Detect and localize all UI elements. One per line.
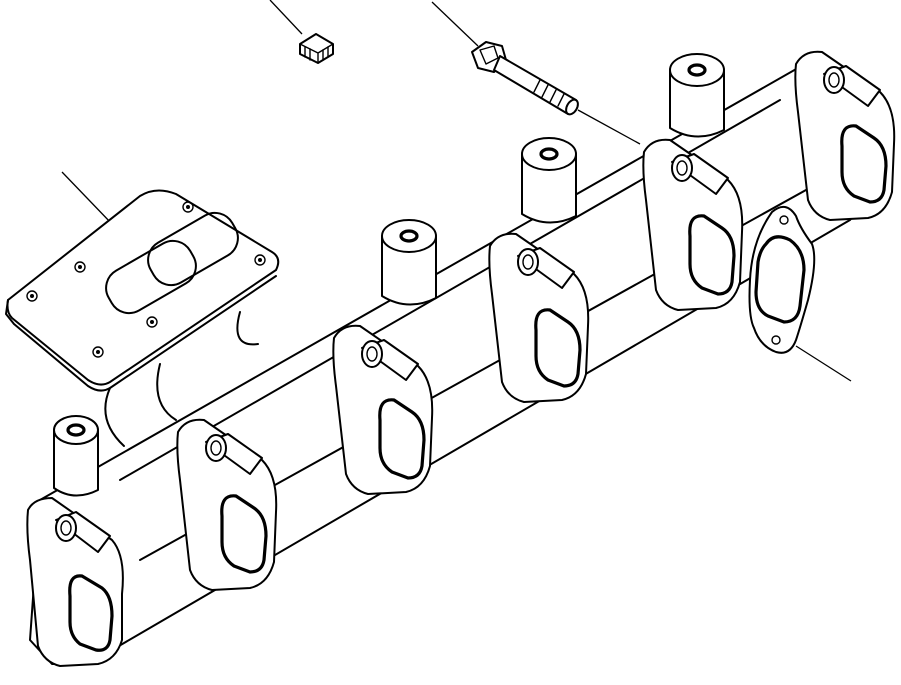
manifold-port-1 <box>26 497 124 667</box>
gasket-icon <box>748 205 816 354</box>
manifold-port-4 <box>488 232 590 403</box>
threaded-plug-icon <box>299 33 334 64</box>
leader-line-gasket <box>795 345 852 382</box>
leader-line-bolt <box>431 1 479 47</box>
manifold-boss-4 <box>669 53 725 138</box>
manifold-port-5 <box>642 138 744 311</box>
manifold-boss-1 <box>53 415 99 497</box>
hex-bolt-icon <box>471 41 579 116</box>
manifold-boss-2 <box>381 219 437 306</box>
manifold-port-2 <box>176 418 278 591</box>
manifold-port-6 <box>794 50 896 221</box>
turbo-flange-icon <box>5 189 280 447</box>
exhaust-manifold-icon <box>26 50 896 667</box>
manifold-port-3 <box>332 324 434 495</box>
leader-line-bolt-axis <box>577 109 641 145</box>
manifold-boss-3 <box>521 137 577 224</box>
leader-line-flange <box>61 171 113 225</box>
leader-line-plug <box>269 0 303 35</box>
